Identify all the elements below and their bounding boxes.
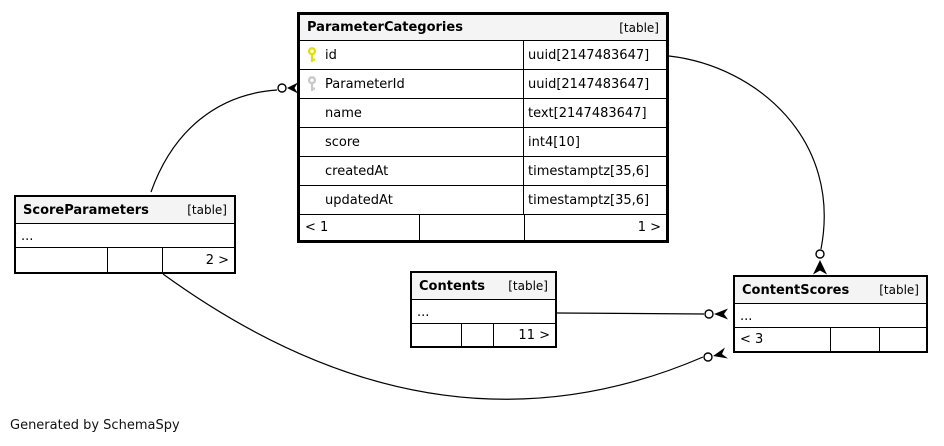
table-header: ContentScores [table] [735, 277, 926, 304]
table-row: score int4[10] [300, 128, 666, 157]
table-row: id uuid[2147483647] [300, 41, 666, 70]
footer-divider [461, 324, 462, 346]
table-type-badge: [table] [619, 20, 659, 35]
generator-note: Generated by SchemaSpy [10, 418, 180, 433]
table-footer: < 3 [735, 328, 926, 351]
zero-cardinality-circle [277, 83, 287, 93]
table-header: ScoreParameters [table] [16, 197, 234, 224]
footer-middle-cell [831, 328, 879, 351]
table-header: ParameterCategories [table] [300, 15, 666, 41]
column-name: updatedAt [325, 192, 393, 208]
crow-foot-marker [287, 82, 298, 94]
table-footer: 2 > [16, 248, 234, 272]
table-title: ParameterCategories [307, 20, 463, 35]
footer-divider [830, 328, 831, 351]
zero-cardinality-circle [815, 249, 825, 259]
collapsed-columns-row: ... [412, 300, 555, 324]
column-name: createdAt [325, 163, 389, 179]
footer-divider [879, 328, 880, 351]
table-node-contentscores[interactable]: ContentScores [table] ... < 3 [733, 275, 928, 353]
table-header: Contents [table] [412, 273, 555, 300]
table-node-contents[interactable]: Contents [table] ... 11 > [410, 271, 557, 348]
relationship-parametercategories-to-contentscores [668, 55, 827, 275]
column-type: int4[10] [523, 128, 666, 156]
column-name: name [325, 105, 362, 121]
footer-left-cell [412, 324, 461, 346]
column-type: text[2147483647] [523, 99, 666, 127]
column-type: uuid[2147483647] [523, 70, 666, 98]
column-name: id [325, 47, 337, 63]
table-row: updatedAt timestamptz[35,6] [300, 186, 666, 215]
footer-middle-cell [108, 248, 162, 272]
footer-divider [524, 215, 525, 240]
footer-divider [162, 248, 163, 272]
no-key-spacer [306, 163, 318, 179]
foreign-key-icon [306, 76, 318, 92]
related-count-right: 1 > [637, 220, 661, 235]
footer-middle-cell [420, 215, 524, 240]
relationship-line [556, 312, 705, 315]
table-type-badge: [table] [187, 203, 227, 217]
table-title: ScoreParameters [23, 202, 149, 218]
relationship-line [150, 89, 278, 193]
related-count-right: 11 > [518, 327, 550, 343]
footer-divider [493, 324, 494, 346]
related-count-right: 2 > [205, 252, 229, 268]
no-key-spacer [306, 105, 318, 121]
relationship-contents-to-contentscores [556, 308, 728, 320]
crow-foot-marker [714, 308, 728, 320]
column-type: uuid[2147483647] [523, 41, 666, 69]
table-title: Contents [419, 278, 485, 294]
footer-divider [419, 215, 420, 240]
column-type: timestamptz[35,6] [523, 157, 666, 185]
column-name: score [325, 134, 360, 150]
table-footer: < 1 1 > [300, 215, 666, 240]
footer-left-cell [16, 248, 107, 272]
table-title: ContentScores [742, 282, 850, 298]
no-key-spacer [306, 134, 318, 150]
relationship-scoreparameters-to-parametercategories [150, 82, 298, 193]
column-name: ParameterId [325, 76, 405, 92]
footer-divider [107, 248, 108, 272]
crow-foot-marker [813, 260, 827, 275]
table-node-parametercategories[interactable]: ParameterCategories [table] id uuid[2147… [297, 12, 669, 243]
related-count-left: < 3 [740, 332, 764, 347]
primary-key-icon [306, 47, 318, 63]
table-node-scoreparameters[interactable]: ScoreParameters [table] ... 2 > [14, 195, 236, 274]
table-footer: 11 > [412, 324, 555, 346]
related-count-left: < 1 [305, 220, 329, 235]
relationship-line [162, 273, 704, 400]
table-row: ParameterId uuid[2147483647] [300, 70, 666, 99]
no-key-spacer [306, 192, 318, 208]
table-type-badge: [table] [879, 283, 919, 297]
zero-cardinality-circle [704, 309, 714, 319]
table-row: createdAt timestamptz[35,6] [300, 157, 666, 186]
column-type: timestamptz[35,6] [523, 186, 666, 214]
footer-right-cell [880, 328, 926, 351]
zero-cardinality-circle [703, 352, 713, 362]
crow-foot-marker [713, 347, 728, 359]
relationship-line [668, 55, 825, 250]
collapsed-columns-row: ... [16, 224, 234, 248]
table-row: name text[2147483647] [300, 99, 666, 128]
footer-middle-cell [462, 324, 493, 346]
relationship-scoreparameters-to-contentscores [162, 273, 728, 400]
collapsed-columns-row: ... [735, 304, 926, 328]
table-type-badge: [table] [508, 279, 548, 293]
